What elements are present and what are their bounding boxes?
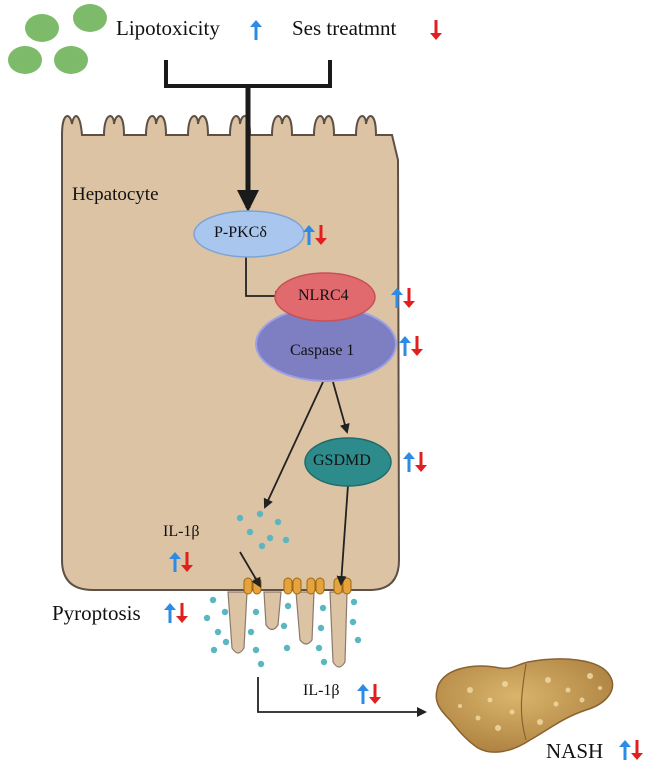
lipid-droplet-icon (73, 4, 107, 32)
il1b-out-label: IL-1β (303, 682, 340, 699)
undefined (631, 740, 643, 760)
up-arrow-icon (619, 740, 631, 760)
liver-icon (435, 658, 614, 753)
undefined (411, 336, 423, 356)
undefined (315, 225, 327, 245)
nlrc4-node (274, 272, 376, 322)
down-arrow-icon (430, 20, 442, 40)
up-arrow-icon (250, 20, 262, 40)
caspase-to-il1b-arrow (263, 381, 324, 509)
undefined (181, 552, 193, 572)
il1b-to-nash-arrow (257, 677, 427, 717)
nlrc4-label: NLRC4 (298, 287, 349, 304)
caspase1-label: Caspase 1 (290, 342, 355, 359)
il1b-dots-released (203, 596, 362, 668)
up-arrow-icon (391, 288, 403, 308)
membrane-protrusions (227, 591, 348, 668)
lipid-droplet-icon (54, 46, 88, 74)
up-arrow-icon (399, 336, 411, 356)
up-arrow-icon (303, 225, 315, 245)
ses-treatment-label: Ses treatmnt (292, 16, 397, 40)
il1b-to-pore-arrow (239, 551, 262, 588)
il1b-dots-inside (236, 510, 290, 550)
gsdmd-label: GSDMD (313, 452, 371, 469)
gsdmd-pores (243, 577, 352, 595)
up-arrow-icon (164, 603, 176, 623)
pore-icon (283, 577, 302, 595)
pore-icon (306, 577, 325, 595)
nash-label: NASH (546, 739, 604, 763)
lipotoxicity-label: Lipotoxicity (116, 16, 220, 40)
undefined (369, 684, 381, 704)
lipid-droplet-icon (25, 14, 59, 42)
p-pkcd-node (193, 210, 305, 258)
p-pkcd-label: P-PKCδ (214, 224, 267, 241)
up-arrow-icon (357, 684, 369, 704)
lipid-droplets (8, 4, 107, 74)
pkc-to-nlrc4-arrow (245, 256, 285, 301)
undefined (176, 603, 188, 623)
pyroptosis-label: Pyroptosis (52, 601, 141, 625)
il1b-inside-label: IL-1β (163, 523, 200, 540)
undefined (415, 452, 427, 472)
up-arrow-icon (403, 452, 415, 472)
regulation-arrows (164, 20, 643, 760)
undefined (403, 288, 415, 308)
lipid-droplet-icon (8, 46, 42, 74)
up-arrow-icon (169, 552, 181, 572)
caspase-to-gsdmd-arrow (332, 381, 350, 434)
gsdmd-node (304, 437, 392, 487)
hepatocyte-label: Hepatocyte (72, 184, 159, 205)
gsdmd-to-pore-arrow (336, 484, 349, 586)
input-connector (164, 60, 332, 212)
